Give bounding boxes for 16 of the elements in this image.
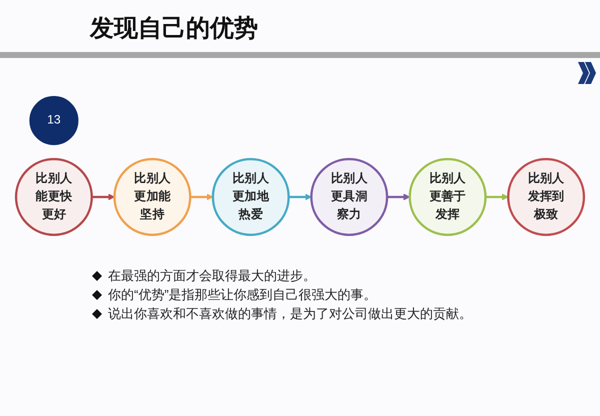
node-circle: 比别人发挥到极致 xyxy=(507,158,586,236)
bullet-text: 在最强的方面才会取得最大的进步。 xyxy=(108,267,316,284)
node-circle: 比别人更加能坚持 xyxy=(113,158,192,236)
arrow xyxy=(190,194,214,200)
arrow xyxy=(288,194,312,200)
node-circle: 比别人更具洞察力 xyxy=(310,158,388,236)
bullet-text: 你的“优势”是指那些让你感到自己很强大的事。 xyxy=(108,286,377,303)
arrow xyxy=(486,194,509,200)
arrow xyxy=(387,194,410,200)
bullet-text: 说出你喜欢和不喜欢做的事情，是为了对公司做出更大的贡献。 xyxy=(108,305,472,322)
node-circle: 比别人更加地热爱 xyxy=(212,158,290,236)
arrow xyxy=(92,194,115,200)
node-circle: 13 xyxy=(29,96,78,146)
node-circle: 比别人能更快更好 xyxy=(14,158,93,236)
slide-title: 发现自己的优势 xyxy=(90,14,258,44)
node-circle: 比别人更善于发挥 xyxy=(408,158,487,236)
